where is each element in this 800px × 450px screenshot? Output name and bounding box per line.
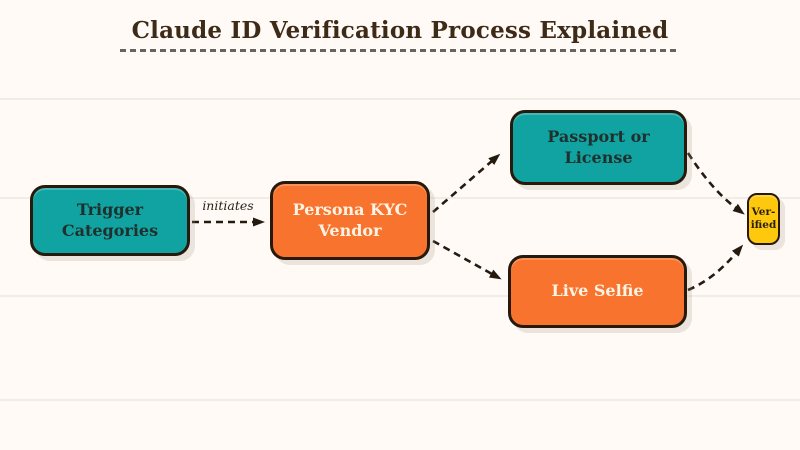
node-label-verified: Ver-ified: [750, 205, 777, 231]
node-label-persona-kyc-vendor: Persona KYC Vendor: [292, 199, 408, 240]
node-trigger-categories: Trigger Categories: [30, 185, 190, 256]
node-label-passport-or-license: Passport or License: [547, 126, 650, 167]
title-underline: [120, 49, 678, 52]
edge-persona-to-selfie: [432, 239, 502, 280]
node-label-live-selfie: Live Selfie: [551, 281, 644, 301]
gridline: [0, 399, 800, 401]
gridline: [0, 98, 800, 100]
edge-label-initiates: initiates: [202, 198, 253, 213]
node-passport-or-license: Passport or License: [510, 110, 687, 185]
node-persona-kyc-vendor: Persona KYC Vendor: [270, 181, 430, 260]
node-verified: Ver-ified: [747, 193, 780, 245]
gridline: [0, 295, 800, 297]
edge-passport-to-verified: [686, 152, 745, 215]
edge-selfie-to-verified: [687, 244, 744, 292]
node-live-selfie: Live Selfie: [508, 255, 687, 328]
edge-persona-to-passport: [432, 153, 501, 213]
node-label-trigger-categories: Trigger Categories: [61, 199, 159, 240]
diagram-title: Claude ID Verification Process Explained: [131, 17, 669, 44]
